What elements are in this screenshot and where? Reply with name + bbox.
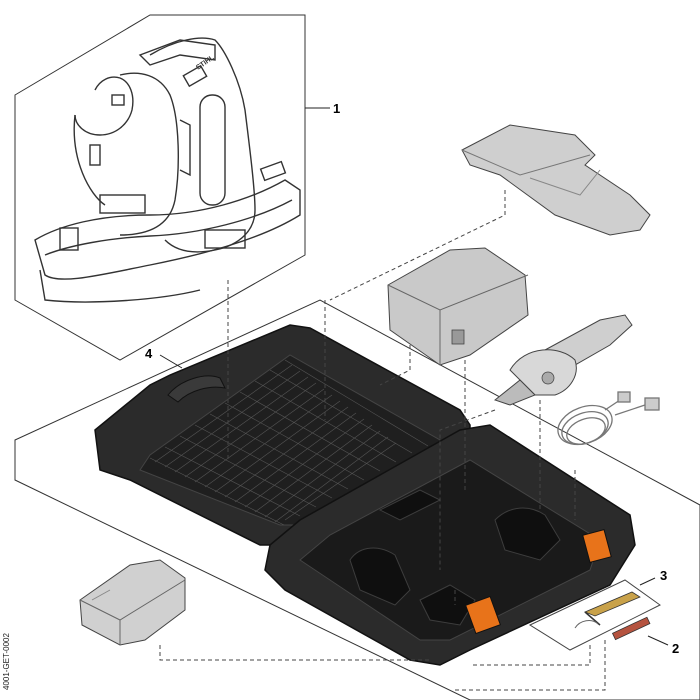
pruning-shears [493, 314, 633, 406]
case-frame [14, 299, 700, 700]
harness-group: STIHL 1 [14, 14, 340, 361]
battery-pack [387, 247, 529, 366]
carrying-case [94, 324, 636, 666]
hex-key [583, 591, 641, 617]
leader-line-4 [159, 354, 183, 369]
case-latch-front [465, 595, 501, 635]
assembly-lines [159, 190, 606, 691]
case-latch-right [582, 529, 612, 563]
case-group: 4 [14, 299, 700, 700]
harness-illustration [34, 37, 301, 303]
cover-part [461, 124, 651, 236]
leader-line-3 [639, 577, 656, 586]
callout-4: 4 [145, 346, 153, 361]
charger-unit [79, 559, 186, 646]
callout-3: 3 [660, 568, 667, 583]
case-lid-net [149, 359, 429, 526]
tool-set-group: 3 2 [528, 568, 679, 656]
side-code: 4001-GET-0002 [2, 633, 11, 690]
charger-cable [557, 391, 660, 446]
harness-frame [14, 14, 306, 361]
leader-line-2 [647, 635, 669, 646]
spare-blade-strip [611, 616, 651, 641]
callout-2: 2 [672, 641, 679, 656]
callout-1: 1 [333, 101, 340, 116]
